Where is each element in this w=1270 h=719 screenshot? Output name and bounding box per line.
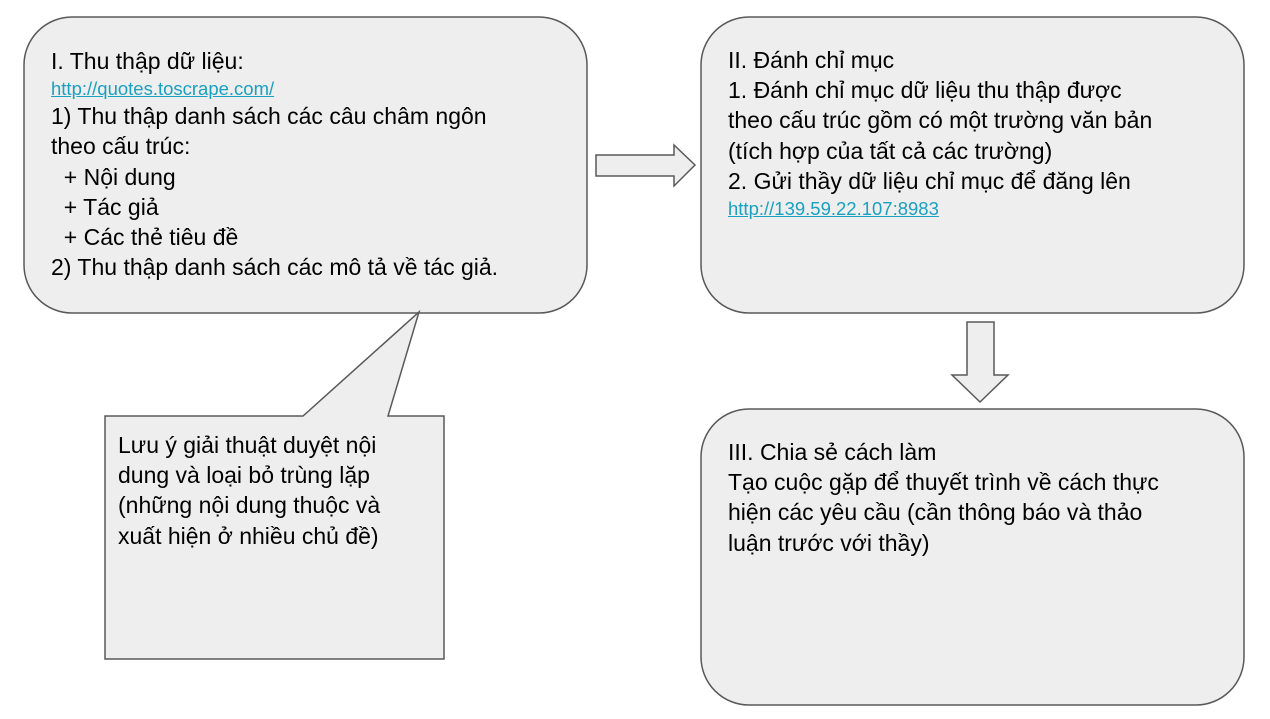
callout-line: dung và loại bỏ trùng lặp <box>118 462 370 489</box>
box-3-shape <box>700 408 1245 706</box>
index-server-link[interactable]: http://139.59.22.107:8983 <box>728 198 939 220</box>
box-1-title: I. Thu thập dữ liệu: <box>51 48 244 74</box>
callout-line: Lưu ý giải thuật duyệt nội <box>118 432 377 458</box>
box-2-line: theo cấu trúc gồm có một trường văn bản <box>728 107 1153 134</box>
callout-shape <box>104 309 445 660</box>
box-2-line: 1. Đánh chỉ mục dữ liệu thu thập được <box>728 77 1122 104</box>
box-data-collection: I. Thu thập dữ liệu: http://quotes.toscr… <box>51 46 498 282</box>
box-1-line: 1) Thu thập danh sách các câu châm ngôn <box>51 103 487 130</box>
box-3-line: luận trước với thầy) <box>728 529 930 556</box>
box-share-method: III. Chia sẻ cách làm Tạo cuộc gặp để th… <box>728 437 1159 558</box>
box-1-shape <box>23 16 588 314</box>
box-3-line: Tạo cuộc gặp để thuyết trình về cách thự… <box>728 469 1159 496</box>
callout-line: xuất hiện ở nhiều chủ đề) <box>118 522 379 549</box>
box-1-line: theo cấu trúc: <box>51 133 191 160</box>
callout-note: Lưu ý giải thuật duyệt nội dung và loại … <box>118 430 380 551</box>
box-2-title: II. Đánh chỉ mục <box>728 47 895 73</box>
box-2-line: 2. Gửi thầy dữ liệu chỉ mục để đăng lên <box>728 167 1131 194</box>
box-2-shape <box>700 16 1245 314</box>
box-1-line: + Nội dung <box>51 163 176 190</box>
arrow-down-icon <box>950 321 1010 404</box>
box-indexing: II. Đánh chỉ mục 1. Đánh chỉ mục dữ liệu… <box>728 45 1152 221</box>
callout-line: (những nội dung thuộc và <box>118 492 381 519</box>
arrow-right-icon <box>595 143 697 188</box>
box-2-line: (tích hợp của tất cả các trường) <box>728 137 1053 164</box>
box-3-line: hiện các yêu cầu (cần thông báo và thảo <box>728 499 1143 526</box>
box-1-line: + Các thẻ tiêu đề <box>51 224 239 251</box>
box-3-title: III. Chia sẻ cách làm <box>728 439 937 465</box>
box-1-line: 2) Thu thập danh sách các mô tả về tác g… <box>51 254 499 281</box>
box-1-line: + Tác giả <box>51 193 159 220</box>
quotes-site-link[interactable]: http://quotes.toscrape.com/ <box>51 78 275 100</box>
